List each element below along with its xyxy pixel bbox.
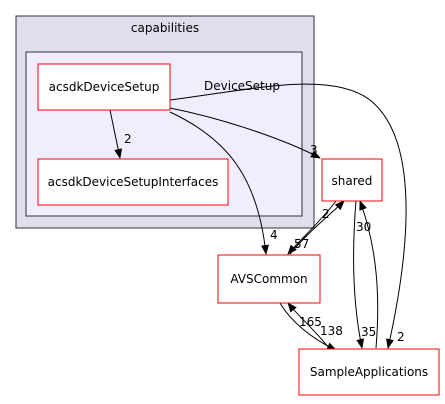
edge-setup-interfaces[interactable] bbox=[109, 109, 123, 159]
edge-labels: 2 3 4 2 2 57 30 35 165 138 bbox=[124, 132, 405, 344]
edge-shared-sampleapps[interactable] bbox=[353, 200, 365, 349]
node-sampleapplications[interactable]: SampleApplications bbox=[298, 348, 440, 396]
edge-shared-avscommon[interactable] bbox=[287, 200, 337, 255]
edge-label-shared-avscommon: 57 bbox=[294, 237, 309, 251]
edge-label-avscommon-shared: 2 bbox=[322, 207, 330, 221]
node-acsdkdevicesetup-box bbox=[37, 63, 171, 111]
edge-sampleapps-shared[interactable] bbox=[359, 200, 379, 349]
node-sampleapplications-box bbox=[298, 348, 440, 396]
node-avscommon-label: AVSCommon bbox=[230, 272, 307, 286]
edges bbox=[109, 83, 407, 353]
edge-label-setup-shared: 3 bbox=[310, 143, 318, 157]
node-avscommon[interactable]: AVSCommon bbox=[217, 254, 321, 304]
node-shared-box bbox=[321, 158, 383, 202]
node-acsdkdevicesetupinterfaces[interactable]: acsdkDeviceSetupInterfaces bbox=[37, 158, 229, 206]
edge-label-sampleapps-shared: 30 bbox=[356, 220, 371, 234]
node-acsdkdevicesetupinterfaces-label: acsdkDeviceSetupInterfaces bbox=[48, 175, 219, 189]
edge-label-shared-sampleapps: 35 bbox=[361, 325, 376, 339]
node-shared[interactable]: shared bbox=[321, 158, 383, 202]
node-sampleapplications-label: SampleApplications bbox=[310, 365, 428, 379]
node-acsdkdevicesetup-label: acsdkDeviceSetup bbox=[49, 80, 160, 94]
node-avscommon-box bbox=[217, 254, 321, 304]
edge-label-avscommon-sampleapps: 138 bbox=[320, 324, 343, 338]
edge-setup-avscommon[interactable] bbox=[169, 111, 270, 255]
node-shared-label: shared bbox=[332, 174, 373, 188]
edge-setup-shared[interactable] bbox=[169, 107, 321, 159]
edge-label-setup-sampleapps: 2 bbox=[397, 330, 405, 344]
edge-setup-sampleapps[interactable] bbox=[169, 83, 407, 349]
edge-label-setup-avscommon: 4 bbox=[270, 228, 278, 242]
node-acsdkdevicesetup[interactable]: acsdkDeviceSetup bbox=[37, 63, 171, 111]
node-acsdkdevicesetupinterfaces-box bbox=[37, 158, 229, 206]
edge-avscommon-sampleapps[interactable] bbox=[279, 302, 337, 351]
cluster-devicesetup-label: DeviceSetup bbox=[204, 79, 280, 93]
edge-label-sampleapps-avscommon: 165 bbox=[299, 315, 322, 329]
edge-label-setup-interfaces: 2 bbox=[124, 132, 132, 146]
cluster-capabilities-label: capabilities bbox=[131, 21, 199, 35]
